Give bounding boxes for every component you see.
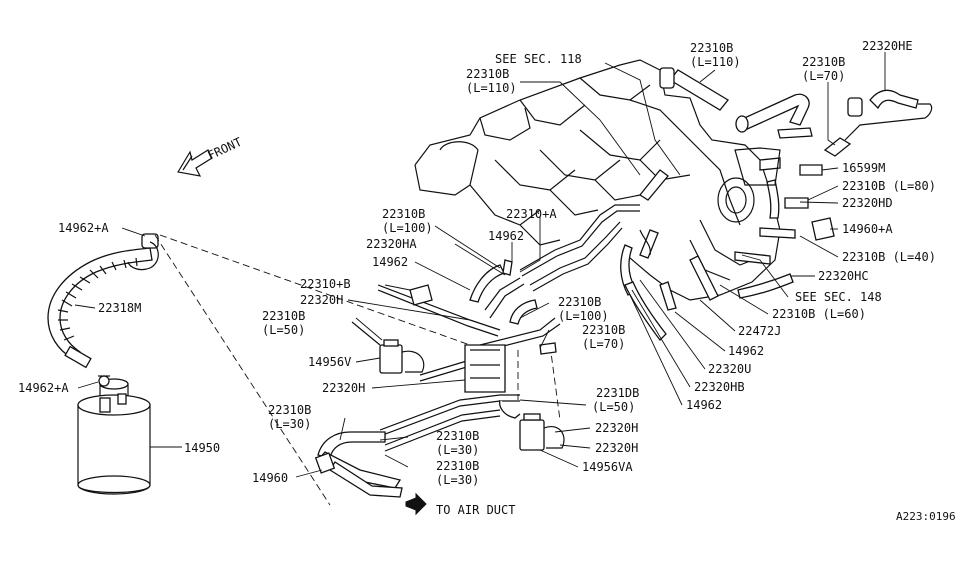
label-14960: 14960 — [252, 471, 288, 485]
engine-intake-manifold — [414, 59, 781, 301]
part-labels: SEE SEC. 118 22310B (L=110) 22310B (L=11… — [18, 39, 956, 523]
label-22310a: 22310+A — [506, 207, 557, 221]
label-22310b-l30-b: 22310B — [436, 459, 479, 473]
diagram-code: A223:0196 — [896, 510, 956, 523]
clamp-14962a-lower — [98, 375, 110, 387]
label-l110-top: (L=110) — [690, 55, 741, 69]
label-22310b-l100-mid: 22310B — [558, 295, 601, 309]
label-22310b-l30-a: 22310B — [436, 429, 479, 443]
canister-14950 — [77, 378, 151, 495]
label-22320h-lower-1: 22320H — [595, 421, 638, 435]
label-22310b-left: 22310B — [466, 67, 509, 81]
label-14962-left: 14962 — [372, 255, 408, 269]
dashed-reference-line-1 — [154, 234, 331, 506]
label-22320he: 22320HE — [862, 39, 913, 53]
label-14962a-upper: 14962+A — [58, 221, 109, 235]
label-14960a: 14960+A — [842, 222, 893, 236]
label-l70-right: (L=70) — [802, 69, 845, 83]
label-22310b-l80: 22310B (L=80) — [842, 179, 936, 193]
label-22310b-l60: 22310B (L=60) — [772, 307, 866, 321]
label-14962a-lower: 14962+A — [18, 381, 69, 395]
middle-hoses — [409, 169, 719, 355]
label-l30-left: (L=30) — [268, 417, 311, 431]
label-22472j: 22472J — [738, 324, 781, 338]
label-22320h-lower-2: 22320H — [595, 441, 638, 455]
corrugated-hose-22318m — [47, 233, 159, 369]
label-see-sec-148: SEE SEC. 148 — [795, 290, 882, 304]
label-22318m: 22318M — [98, 301, 141, 315]
label-22310b-right: 22310B — [802, 55, 845, 69]
label-l110-left: (L=110) — [466, 81, 517, 95]
tube-bundle — [377, 204, 640, 452]
valve-14956va — [499, 399, 565, 451]
label-14962-right-2: 14962 — [686, 398, 722, 412]
label-l30-b: (L=30) — [436, 473, 479, 487]
label-22310b-l50: 22310B — [262, 309, 305, 323]
front-label: FRONT — [205, 135, 244, 163]
label-l100-upper: (L=100) — [382, 221, 433, 235]
label-14956va: 14956VA — [582, 460, 633, 474]
label-l70-mid: (L=70) — [582, 337, 625, 351]
hose-assembly-14960 — [314, 431, 403, 498]
front-arrow-icon — [177, 149, 213, 177]
valve-14956v — [351, 321, 425, 374]
label-14962-right-1: 14962 — [728, 344, 764, 358]
label-2231db: 2231DB — [596, 386, 639, 400]
label-l30-a: (L=30) — [436, 443, 479, 457]
label-14956v: 14956V — [308, 355, 351, 369]
label-22310b-l30-left: 22310B — [268, 403, 311, 417]
label-l50: (L=50) — [262, 323, 305, 337]
label-22310b-l70-mid: 22310B — [582, 323, 625, 337]
label-to-air-duct: TO AIR DUCT — [436, 503, 515, 517]
label-22320hc: 22320HC — [818, 269, 869, 283]
label-14950: 14950 — [184, 441, 220, 455]
label-22310b-top: 22310B — [690, 41, 733, 55]
label-22320hd: 22320HD — [842, 196, 893, 210]
air-duct-arrow-icon — [405, 492, 427, 516]
label-14962-mid: 14962 — [488, 229, 524, 243]
label-22310b-l100-upper: 22310B — [382, 207, 425, 221]
label-22310b-plus-b: 22310+B — [300, 277, 351, 291]
label-22320ha: 22320HA — [366, 237, 417, 251]
leader-lines — [74, 52, 886, 478]
dashed-reference-line-4 — [549, 344, 561, 421]
label-see-sec-118: SEE SEC. 118 — [495, 52, 582, 66]
label-22320h-mid: 22320H — [322, 381, 365, 395]
label-22320u: 22320U — [708, 362, 751, 376]
label-22320hb: 22320HB — [694, 380, 745, 394]
label-22320h-upper: 22320H — [300, 293, 343, 307]
label-22310b-l40: 22310B (L=40) — [842, 250, 936, 264]
label-16599m: 16599M — [842, 161, 885, 175]
label-l50-lower: (L=50) — [592, 400, 635, 414]
upper-right-hoses — [659, 67, 933, 299]
label-l100-mid: (L=100) — [558, 309, 609, 323]
